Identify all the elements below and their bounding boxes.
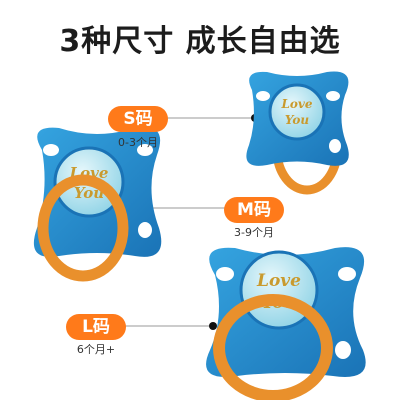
pacifier-m-vent-left (43, 144, 59, 156)
pacifier-s-vent-left (256, 91, 270, 101)
pacifier-l-vent-bottom (335, 341, 351, 359)
size-badge-l: L码 (66, 314, 126, 340)
pacifier-s: Love You (246, 71, 349, 195)
pacifier-s-button-text-2: You (285, 113, 310, 127)
pacifier-s-button-text-1: Love (280, 97, 312, 111)
pacifier-s-button (268, 83, 326, 141)
connector-l-dot (209, 322, 217, 330)
pacifier-m-ring (37, 174, 129, 282)
age-label-l: 6个月+ (76, 343, 116, 356)
pacifier-l-ring (213, 294, 333, 400)
pacifier-s-vent-right (326, 91, 340, 101)
pacifier-m-vent-bottom (138, 222, 152, 238)
size-badge-s: S码 (108, 106, 168, 132)
pacifier-l-vent-left (216, 267, 234, 281)
pacifier-m: Love You (33, 127, 162, 282)
size-badge-m: M码 (224, 197, 284, 223)
pacifier-m-vent-right (137, 144, 153, 156)
pacifier-l-button-text-1: Love (256, 271, 301, 291)
pacifier-l: Love You (206, 247, 366, 400)
pacifier-s-vent-bottom (329, 139, 341, 153)
page-title: 3种尺寸 成长自由选 (59, 24, 341, 59)
age-label-s: 0-3个月 (118, 136, 158, 149)
age-label-m: 3-9个月 (234, 226, 274, 239)
pacifier-l-vent-right (338, 267, 356, 281)
